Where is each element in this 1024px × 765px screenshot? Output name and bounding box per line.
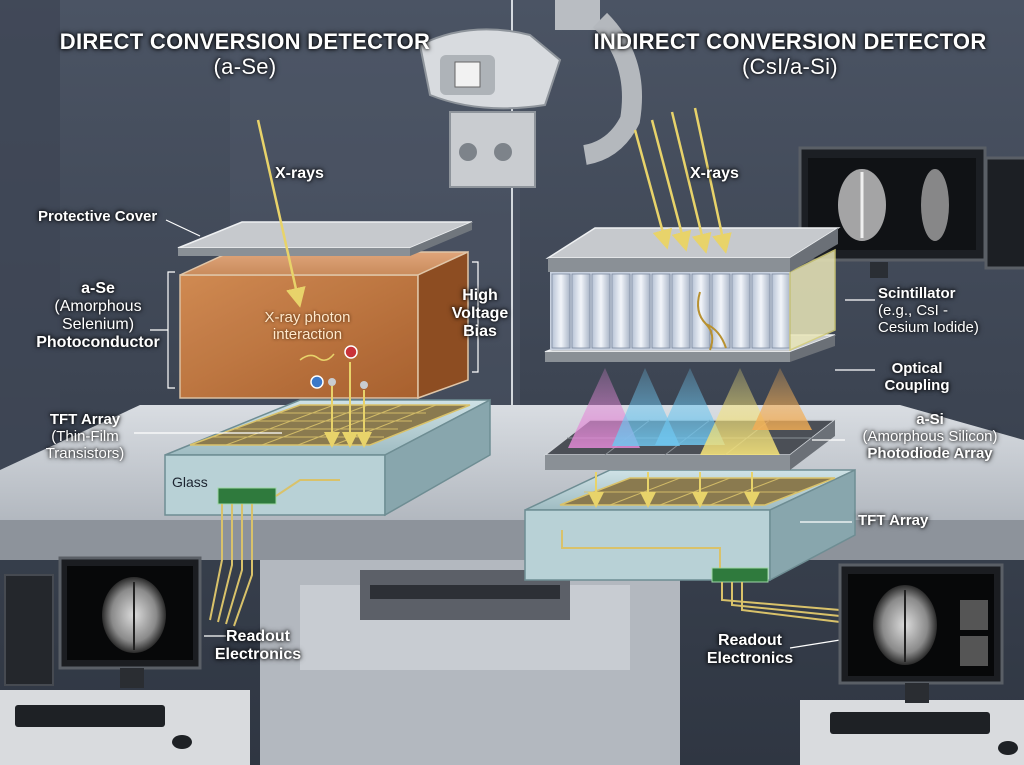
asi-line1: (Amorphous Silicon) xyxy=(862,427,998,445)
asi-title: a-Si xyxy=(916,411,944,428)
ase-line3: Photoconductor xyxy=(36,333,160,351)
xray-tube xyxy=(418,0,642,188)
direct-subtitle-text: (a-Se) xyxy=(213,53,277,79)
interaction-line1: X-ray photon xyxy=(264,309,351,326)
indirect-detector xyxy=(524,107,856,623)
tft-left-line1: (Thin-Film xyxy=(51,427,119,445)
right-xrays-label: X-rays xyxy=(690,165,739,182)
left-readout-line1: Readout xyxy=(226,628,290,645)
scint-title: Scintillator xyxy=(878,285,956,302)
direct-detector xyxy=(164,119,491,627)
indirect-title-text: INDIRECT CONVERSION DETECTOR xyxy=(593,29,987,54)
leader-lines xyxy=(134,219,875,649)
interaction-line2: interaction xyxy=(272,325,343,343)
direct-title-text: DIRECT CONVERSION DETECTOR xyxy=(59,29,431,54)
tft-left-title: TFT Array xyxy=(49,411,121,428)
optical-coupling-label: Optical Coupling xyxy=(872,360,962,395)
right-readout-line1: Readout xyxy=(718,632,782,649)
tft-left-label: TFT Array (Thin-Film Transistors) xyxy=(30,411,140,462)
indirect-subtitle-text: (CsI/a-Si) xyxy=(742,53,838,79)
asi-label: a-Si (Amorphous Silicon) Photodiode Arra… xyxy=(846,411,1014,462)
hv-line2: Voltage xyxy=(451,304,509,322)
glass-label: Glass xyxy=(172,474,208,490)
right-readout-line2: Electronics xyxy=(706,649,794,667)
left-readout-label: Readout Electronics xyxy=(208,628,308,664)
right-readout-label: Readout Electronics xyxy=(700,632,800,668)
scintillator-columns xyxy=(551,273,791,349)
hv-line1: High xyxy=(462,287,498,304)
hv-line3: Bias xyxy=(463,322,497,340)
asi-line2: Photodiode Array xyxy=(867,444,993,462)
interaction-label: X-ray photon interaction xyxy=(245,309,370,344)
protective-cover-label: Protective Cover xyxy=(38,208,158,225)
optical-line2: Coupling xyxy=(884,376,950,394)
scint-line2: Cesium Iodide) xyxy=(878,318,979,336)
scintillator-label: Scintillator (e.g., CsI - Cesium Iodide) xyxy=(878,285,979,336)
left-xrays-label: X-rays xyxy=(275,165,324,182)
left-workstation xyxy=(0,556,250,765)
ase-line2: Selenium) xyxy=(61,315,135,333)
direct-detector-title: DIRECT CONVERSION DETECTOR (a-Se) xyxy=(50,29,440,79)
scint-line1: (e.g., CsI - xyxy=(878,301,949,319)
ase-label: a-Se (Amorphous Selenium) Photoconductor xyxy=(28,280,168,352)
ase-line1: (Amorphous xyxy=(54,297,142,315)
tft-right-label: TFT Array xyxy=(858,512,929,529)
high-voltage-label: High Voltage Bias xyxy=(445,287,515,341)
right-workstation xyxy=(800,563,1024,765)
optical-line1: Optical xyxy=(891,360,943,377)
indirect-detector-title: INDIRECT CONVERSION DETECTOR (CsI/a-Si) xyxy=(585,29,995,79)
left-readout-line2: Electronics xyxy=(214,645,302,663)
tft-left-line2: Transistors) xyxy=(45,444,125,462)
ase-title: a-Se xyxy=(81,280,115,297)
